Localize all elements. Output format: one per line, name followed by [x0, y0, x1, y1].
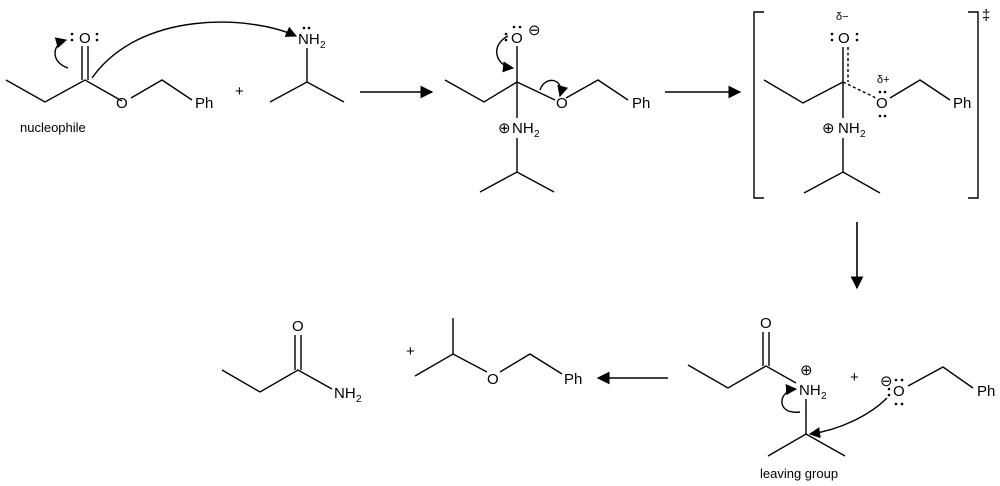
- svg-text:2: 2: [821, 391, 827, 402]
- svg-text:Ph: Ph: [632, 95, 650, 112]
- protonated-amide-intermediate: O ⊕ NH 2 leaving group: [687, 315, 846, 481]
- transition-state-symbol: ‡: [982, 7, 990, 24]
- benzyl-isopropyl-ether-product: O Ph: [414, 318, 582, 388]
- svg-text:Ph: Ph: [977, 383, 995, 400]
- svg-text:NH: NH: [334, 385, 356, 402]
- svg-text:Ph: Ph: [953, 95, 971, 112]
- svg-text:O: O: [838, 30, 850, 47]
- benzyloxide: ⊖ O Ph: [808, 366, 995, 439]
- svg-text:O: O: [760, 315, 772, 332]
- svg-text:O: O: [876, 95, 888, 112]
- svg-text:2: 2: [320, 40, 326, 51]
- carbonyl-oxygen: O: [79, 30, 91, 47]
- propanamide-product: O NH 2: [221, 318, 362, 405]
- svg-text:2: 2: [534, 129, 540, 140]
- svg-text:δ+: δ+: [877, 74, 890, 86]
- svg-text:O: O: [487, 371, 499, 388]
- tetrahedral-intermediate: O ⊖ O Ph ⊕ NH 2: [444, 22, 650, 193]
- amine-nh: NH: [298, 31, 320, 48]
- svg-text:NH: NH: [512, 120, 534, 137]
- svg-text:δ−: δ−: [836, 11, 849, 23]
- svg-text:2: 2: [860, 129, 866, 140]
- svg-text:O: O: [292, 318, 304, 335]
- negative-charge: ⊖: [528, 22, 541, 39]
- plus-sign: +: [235, 83, 244, 100]
- curved-arrow-reform-carbonyl: [496, 35, 515, 73]
- curved-arrow-cleave: [539, 79, 569, 98]
- svg-text:NH: NH: [799, 382, 821, 399]
- svg-text:Ph: Ph: [564, 371, 582, 388]
- isopropylamine-reactant: NH 2: [269, 26, 345, 103]
- svg-text:⊖: ⊖: [880, 373, 893, 390]
- svg-text:+: +: [406, 343, 415, 360]
- transition-state: ‡ δ− O δ+ O Ph ⊕ NH 2: [753, 7, 990, 199]
- positive-charge: ⊕: [498, 120, 511, 137]
- curved-arrow-nitrogen-leaves: [781, 383, 801, 413]
- svg-text:2: 2: [356, 394, 362, 405]
- svg-text:O: O: [556, 95, 568, 112]
- svg-text:+: +: [850, 369, 859, 386]
- svg-text:NH: NH: [838, 120, 860, 137]
- curved-arrow-sn2-attack: [808, 397, 888, 439]
- svg-text:⊕: ⊕: [800, 362, 813, 379]
- ester-oxygen: O: [116, 95, 128, 112]
- svg-text:O: O: [893, 383, 905, 400]
- leaving-group-caption: leaving group: [760, 466, 838, 481]
- phenyl-label: Ph: [195, 95, 213, 112]
- curved-arrow-pi-to-oxygen: [54, 37, 69, 69]
- nucleophile-caption: nucleophile: [20, 120, 86, 135]
- svg-text:⊕: ⊕: [822, 120, 835, 137]
- svg-text:O: O: [511, 30, 523, 47]
- ester-reactant: O O Ph nucleophile: [5, 21, 298, 135]
- curved-arrow-attack: [91, 21, 298, 79]
